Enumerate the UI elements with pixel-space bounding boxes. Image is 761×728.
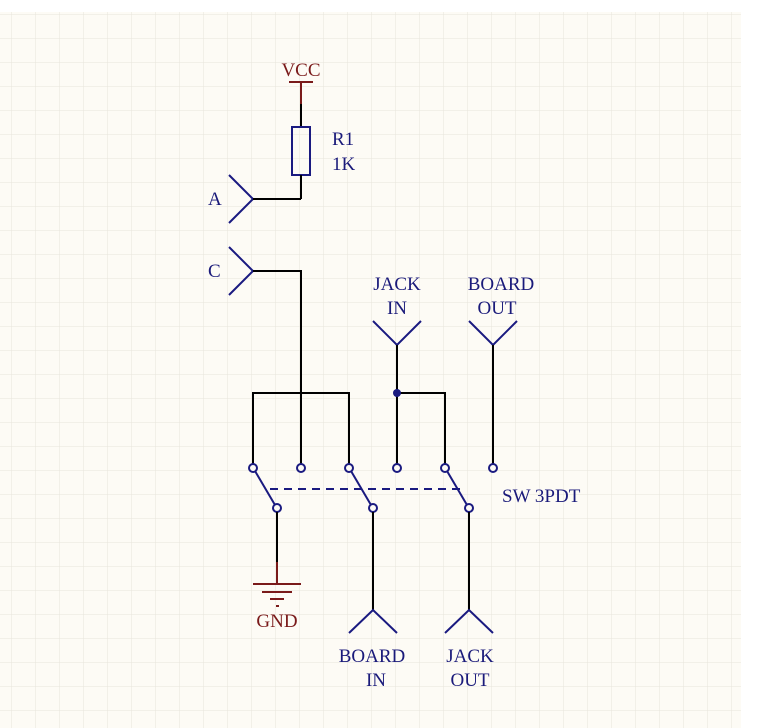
wire-c-to-switch [253, 270, 302, 393]
port-jack-out-label-1: JACK [446, 646, 494, 667]
port-a[interactable]: A [208, 174, 301, 224]
port-board-in-label-2: IN [366, 670, 386, 691]
port-jack-in-label-2: IN [387, 298, 407, 319]
switch-pin [440, 463, 450, 473]
switch-pin [344, 463, 354, 473]
port-c[interactable]: C [208, 246, 302, 393]
gnd-power-port[interactable]: GND [253, 562, 301, 632]
switch-common-pin [272, 503, 282, 513]
gnd-label: GND [256, 611, 297, 632]
switch-pin [296, 463, 306, 473]
port-board-out[interactable]: BOARD OUT [468, 274, 535, 347]
port-board-out-label-1: BOARD [468, 274, 535, 295]
port-board-out-label-2: OUT [477, 298, 516, 319]
grid [0, 12, 741, 728]
port-board-in[interactable]: BOARD IN [339, 608, 406, 691]
port-c-label: C [208, 261, 221, 282]
resistor-value: 1K [332, 154, 356, 175]
port-jack-out[interactable]: JACK OUT [444, 608, 494, 691]
vcc-label: VCC [281, 60, 320, 81]
port-board-in-arrow [348, 608, 398, 634]
vcc-power-port[interactable]: VCC [281, 60, 321, 104]
wire-jack-in-bus [397, 392, 446, 468]
switch-3pdt[interactable]: SW 3PDT [248, 463, 581, 513]
port-board-in-label-1: BOARD [339, 646, 406, 667]
switch-pin [248, 463, 258, 473]
port-jack-out-arrow [444, 608, 494, 634]
resistor-designator: R1 [332, 129, 354, 150]
junction-dot [393, 389, 401, 397]
resistor-r1[interactable]: R1 1K [291, 104, 356, 199]
switch-common-pin [464, 503, 474, 513]
port-jack-in-label-1: JACK [373, 274, 421, 295]
switch-common-pin [368, 503, 378, 513]
switch-pin [488, 463, 498, 473]
port-jack-out-label-2: OUT [450, 670, 489, 691]
port-a-label: A [208, 189, 222, 210]
switch-blade-1 [254, 470, 276, 506]
switch-label: SW 3PDT [502, 486, 581, 507]
switch-pin [392, 463, 402, 473]
